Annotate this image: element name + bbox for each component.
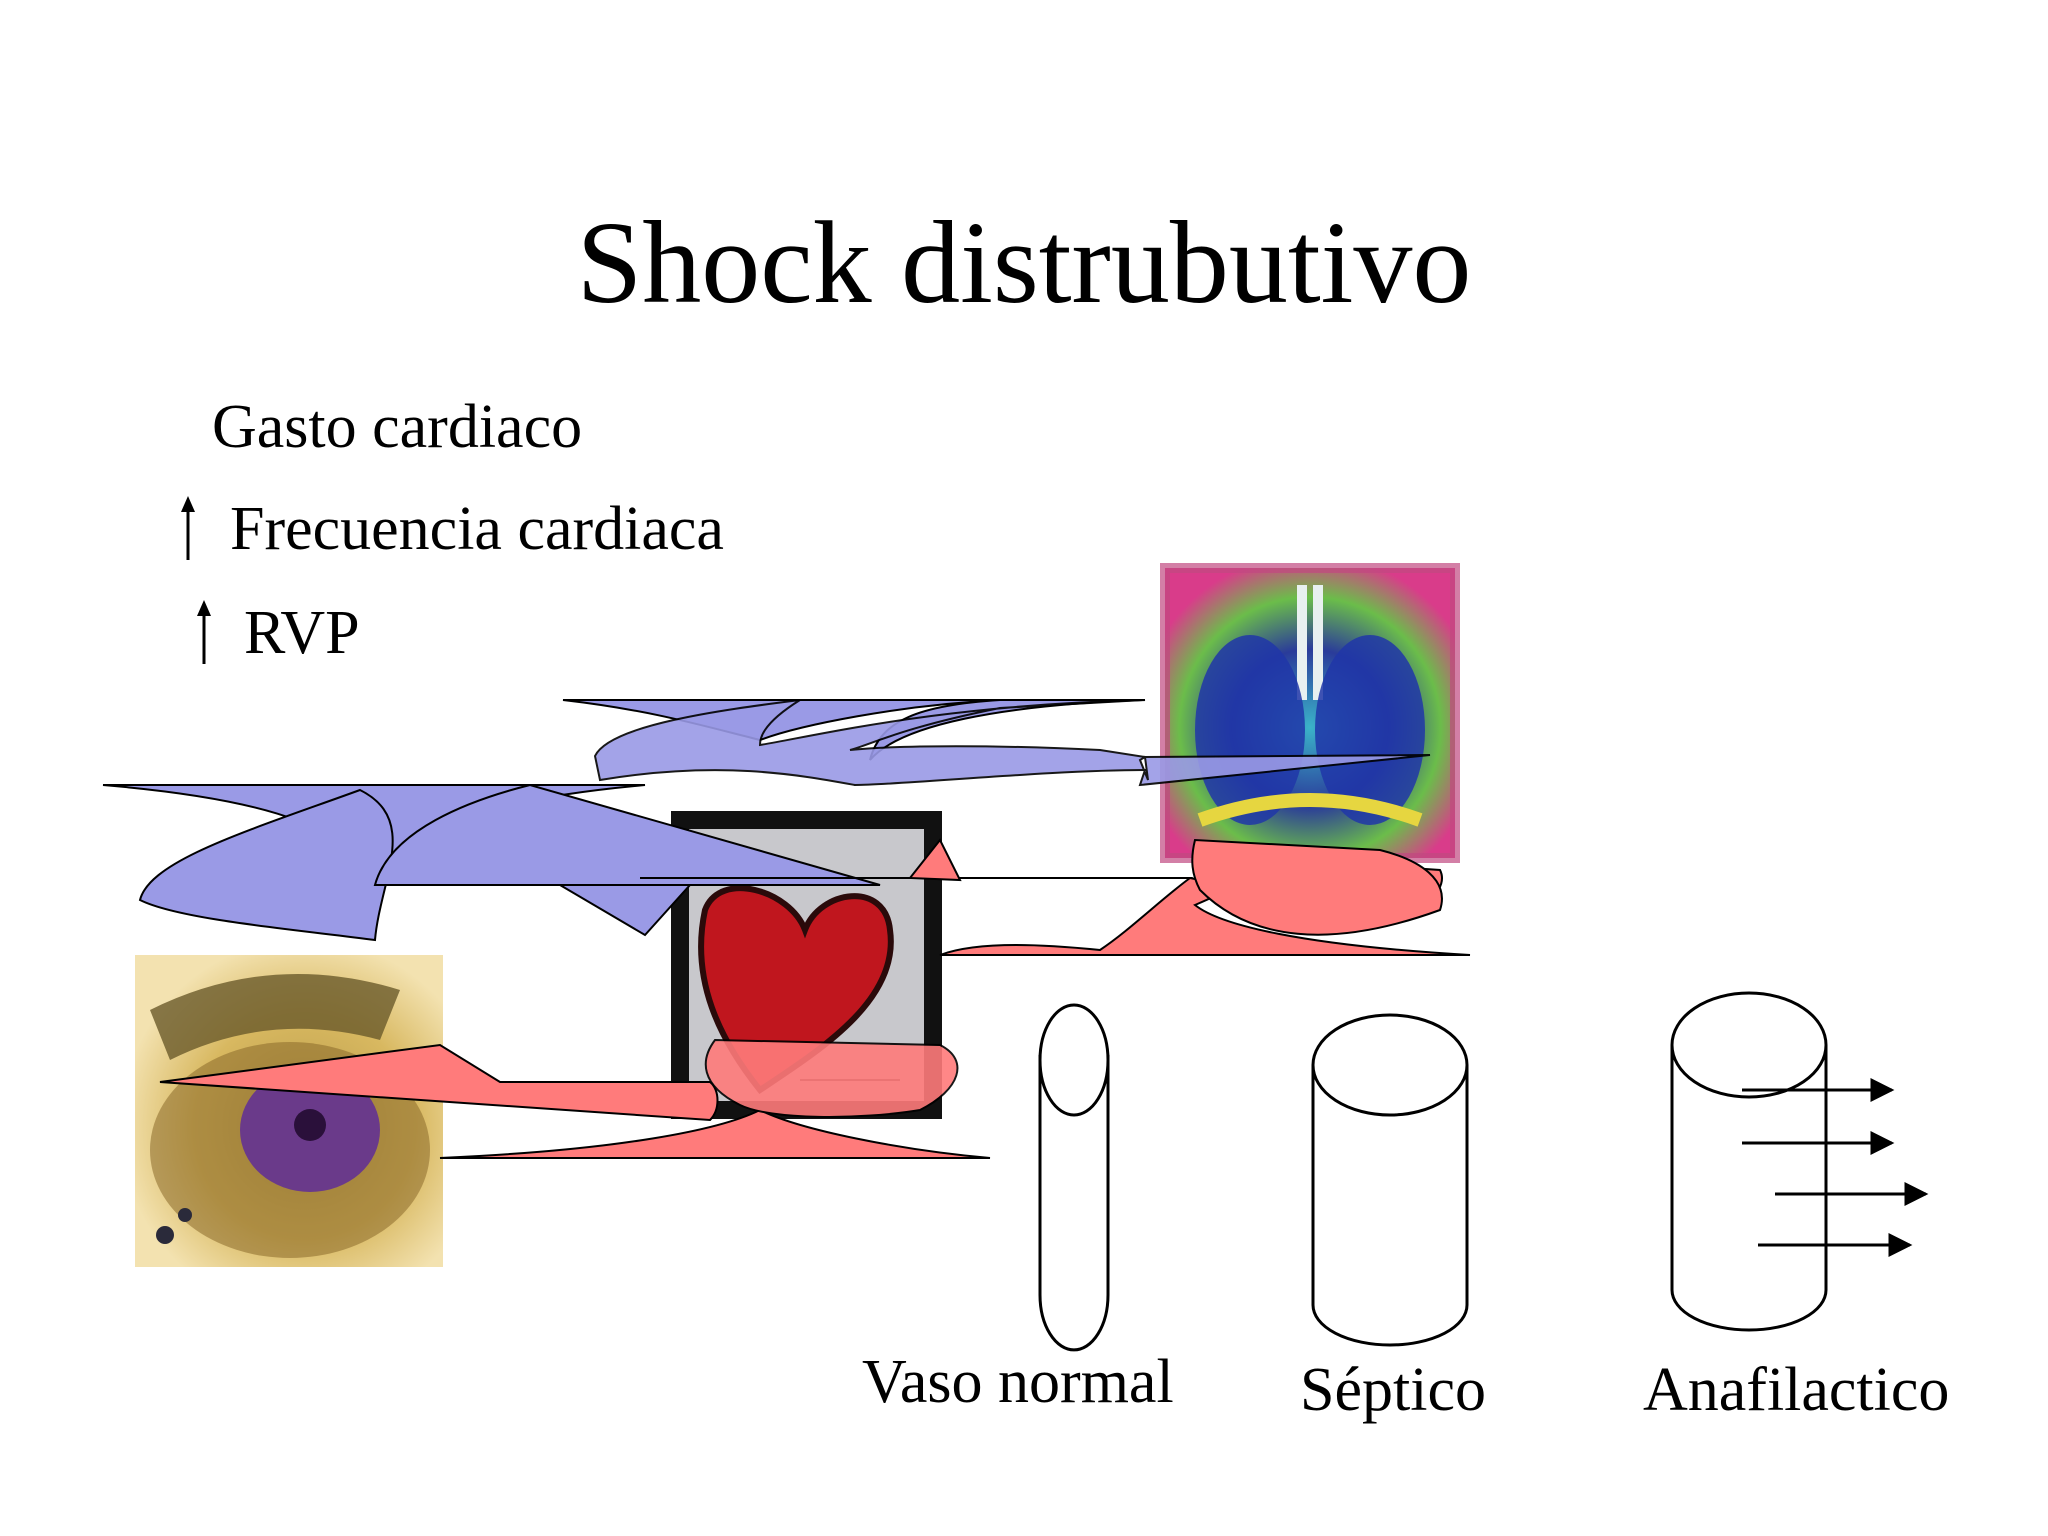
label-vaso-normal: Vaso normal (862, 1348, 1174, 1416)
lungs-illustration (1160, 563, 1460, 863)
vessel-septic (1311, 1013, 1469, 1347)
bullet-list: Gasto cardiaco Frecuencia cardiaca RVP (181, 393, 724, 667)
outflow-arrows (1742, 1078, 1929, 1257)
up-arrow-icon (181, 496, 195, 560)
slide-title: Shock distrubutivo (577, 197, 1472, 328)
venous-flow-arrows (102, 699, 1431, 942)
up-arrow-icon (197, 600, 211, 664)
label-anafilactico: Anafilactico (1643, 1356, 1949, 1424)
arterial-flow-arrows (159, 838, 1471, 1159)
bullet-frecuencia-cardiaca: Frecuencia cardiaca (230, 495, 724, 563)
label-septico: Séptico (1300, 1356, 1486, 1424)
bullet-gasto-cardiaco: Gasto cardiaco (212, 393, 582, 461)
vessel-normal (1038, 1003, 1110, 1352)
vessel-anaphylactic (1670, 991, 1929, 1332)
bullet-rvp: RVP (244, 599, 360, 667)
cell-illustration (135, 955, 443, 1267)
